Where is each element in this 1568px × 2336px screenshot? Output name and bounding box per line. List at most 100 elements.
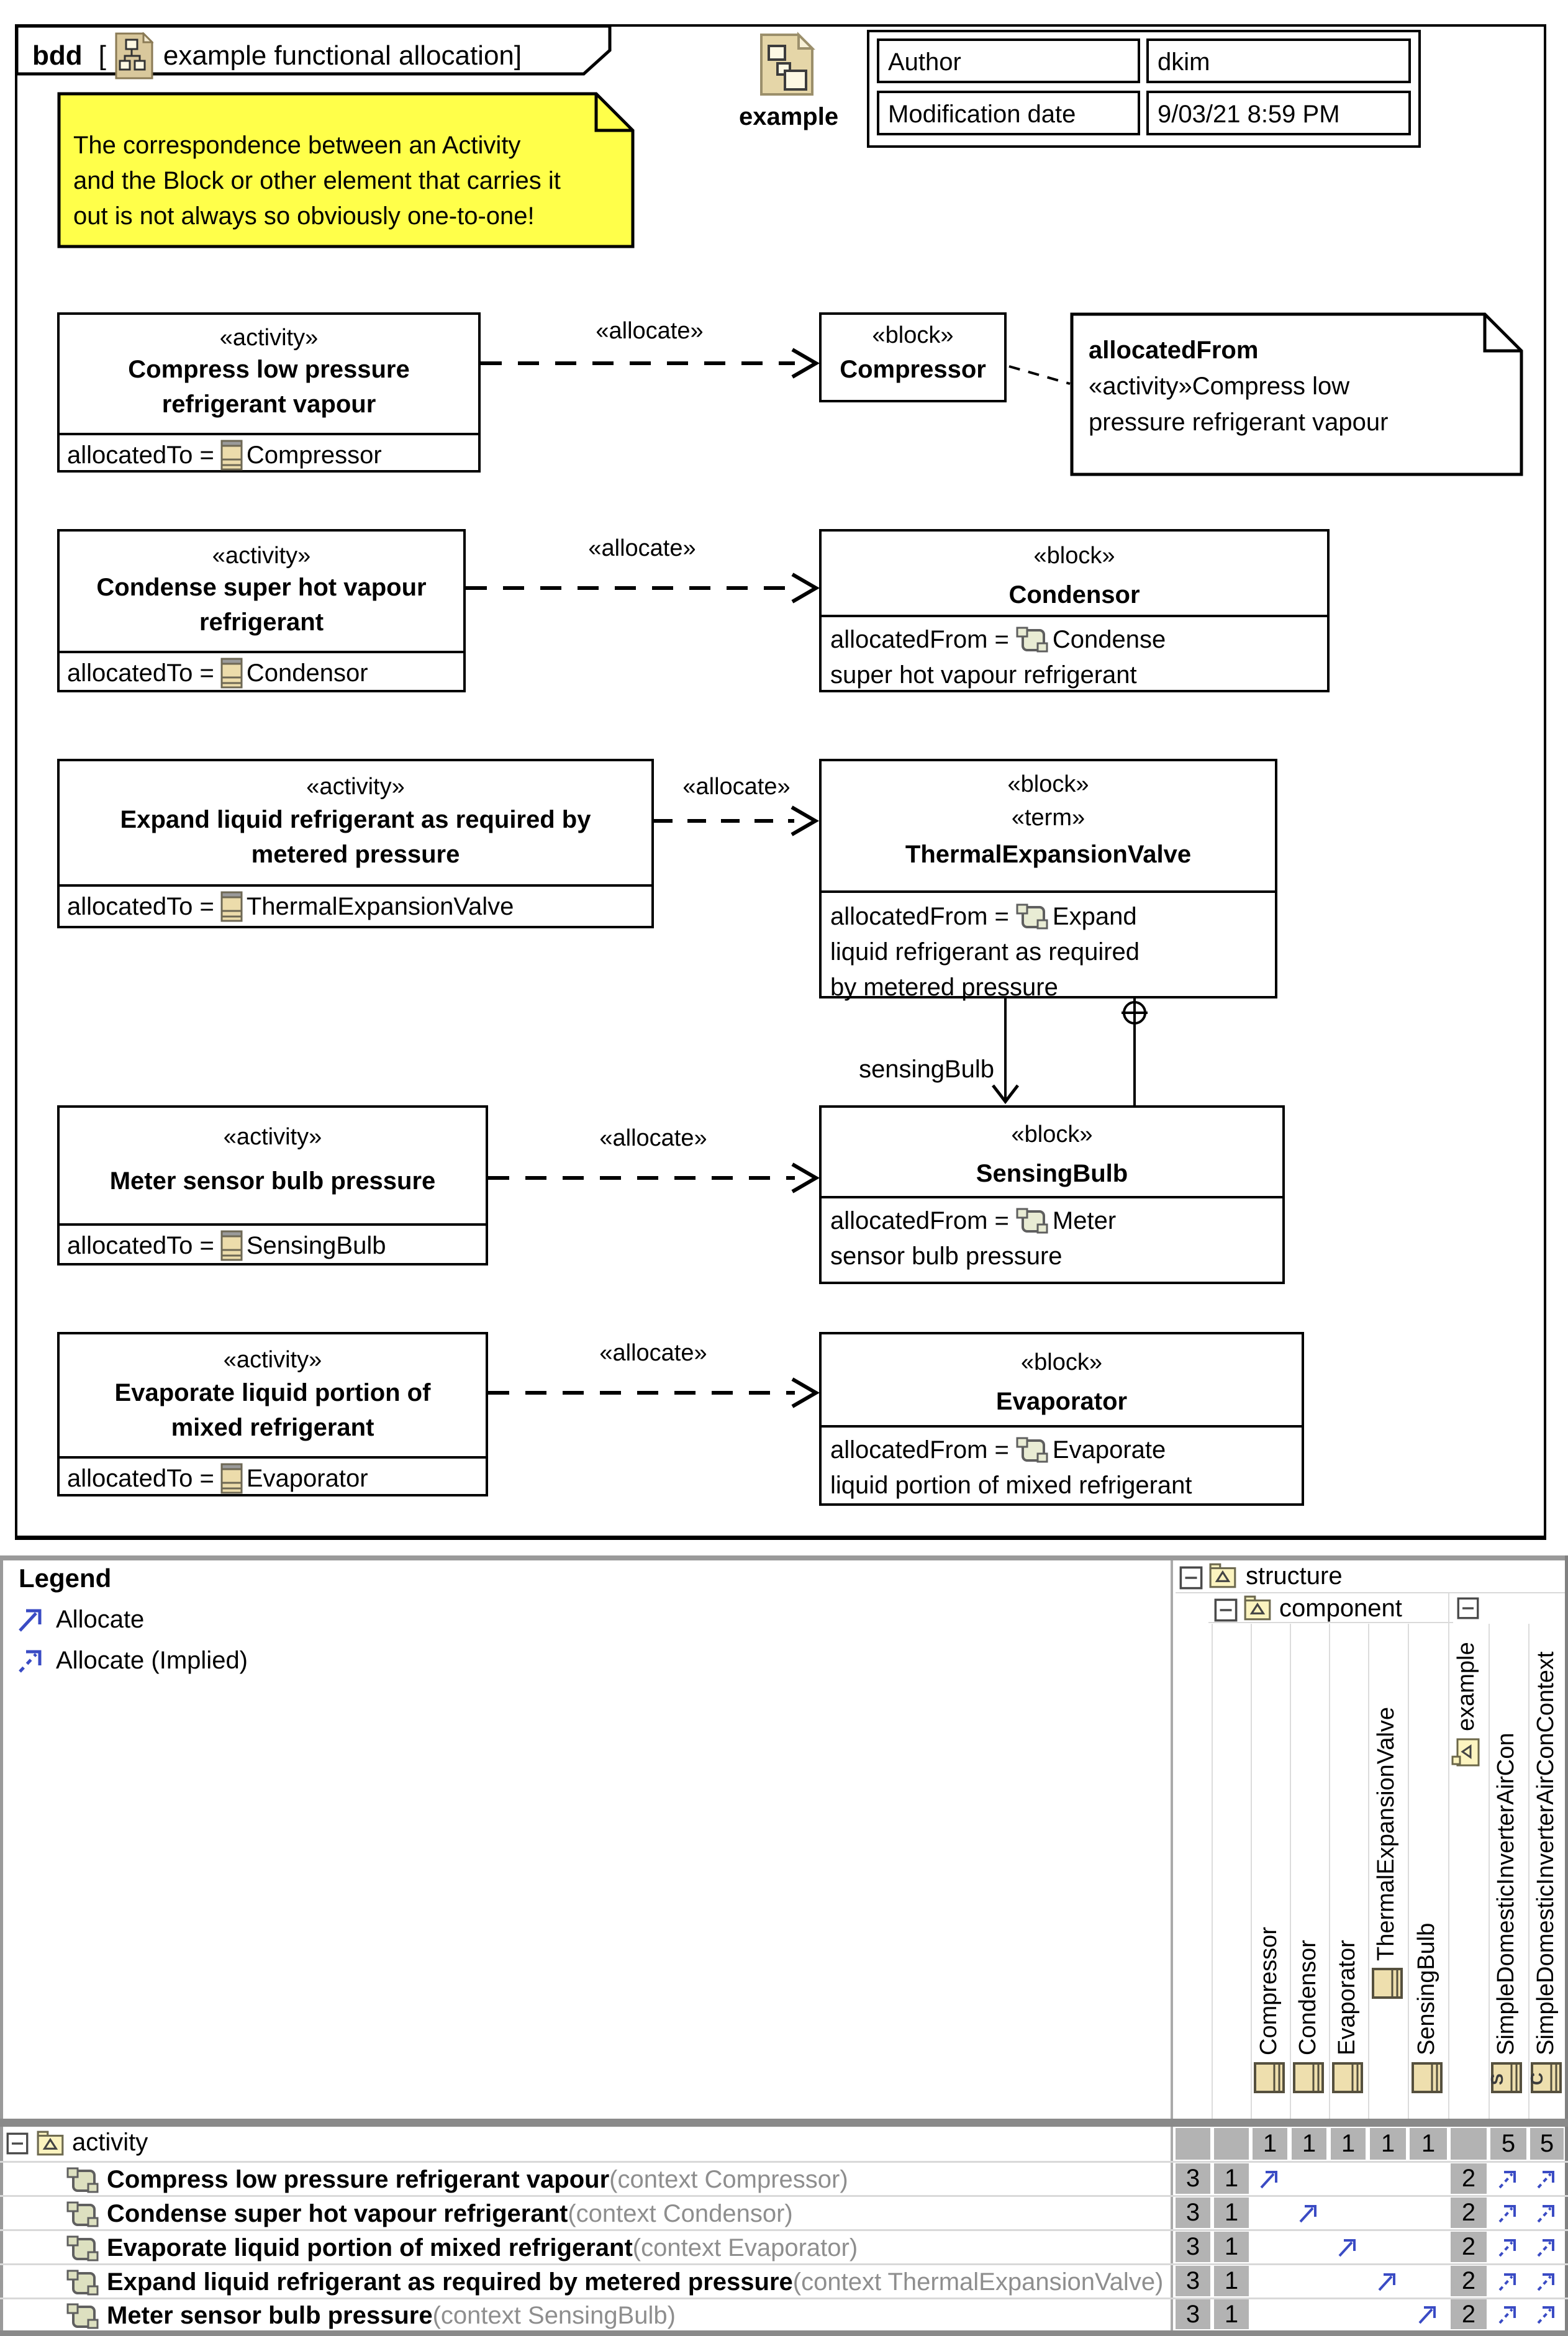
matrix-row-group-activity[interactable]: activity (72, 2129, 148, 2156)
count-cell: 1 (1292, 2128, 1326, 2160)
allocation-cell[interactable] (1331, 2232, 1366, 2262)
count-cell: 5 (1530, 2128, 1564, 2160)
allocate-arrow[interactable] (466, 569, 820, 607)
allocate-label: «allocate» (588, 535, 696, 561)
matrix-col-sensingbulb[interactable]: SensingBulb (1413, 1922, 1439, 2055)
matrix-col-example[interactable]: example (1453, 1642, 1479, 1731)
legend-item-allocate[interactable]: Allocate (56, 1606, 145, 1633)
collapse-icon-component[interactable] (1214, 1598, 1238, 1622)
implied-allocation-cell[interactable] (1490, 2232, 1526, 2262)
stereotype-block: «block» (1007, 771, 1089, 797)
allocation-cell[interactable] (1292, 2198, 1326, 2228)
implied-allocation-cell[interactable] (1490, 2266, 1526, 2296)
part-association-line[interactable] (1004, 998, 1007, 1103)
implied-count-cell: 2 (1451, 2266, 1487, 2296)
collapse-icon-activity[interactable] (6, 2132, 29, 2155)
count-cell: 1 (1370, 2128, 1406, 2160)
block-sensingbulb[interactable]: «block» SensingBulb allocatedFrom = Mete… (819, 1105, 1285, 1284)
collapse-icon-structure[interactable] (1179, 1566, 1203, 1590)
example-package-icon[interactable] (753, 31, 820, 102)
implied-allocation-cell[interactable] (1530, 2266, 1564, 2296)
matrix-row-compress[interactable]: Compress low pressure refrigerant vapour… (107, 2166, 848, 2193)
allocated-from-lines: allocatedFrom = Evaporate liquid portion… (830, 1436, 1192, 1499)
structure-folder-icon (1209, 1563, 1236, 1588)
matrix-col-compressor[interactable]: Compressor (1256, 1927, 1282, 2055)
implied-allocation-cell[interactable] (1530, 2163, 1564, 2194)
implied-allocation-cell[interactable] (1490, 2299, 1526, 2329)
moddate-label-cell: Modification date (877, 91, 1140, 135)
matrix-row-condense[interactable]: Condense super hot vapour refrigerant(co… (107, 2200, 793, 2227)
allocated-from-lines: allocatedFrom = Condense super hot vapou… (830, 626, 1166, 689)
block-name: ThermalExpansionValve (905, 841, 1192, 868)
implied-allocation-cell[interactable] (1530, 2299, 1564, 2329)
count-cell (1451, 2128, 1487, 2160)
matrix-col-root[interactable]: structure (1246, 1562, 1343, 1590)
comment-note-text: The correspondence between an Activity a… (73, 132, 561, 230)
allocate-arrow[interactable] (488, 1159, 820, 1197)
implied-allocation-cell[interactable] (1530, 2198, 1564, 2228)
activity-name: Expand liquid refrigerant as required by (120, 806, 591, 833)
implied-allocation-cell[interactable] (1490, 2198, 1526, 2228)
collapse-icon-example[interactable] (1457, 1597, 1479, 1619)
legend-item-allocate-implied[interactable]: Allocate (Implied) (56, 1647, 248, 1674)
implied-allocation-cell[interactable] (1490, 2163, 1526, 2194)
diagram-tab[interactable]: bdd [ example functional allocation ] (32, 32, 522, 79)
bdd-diagram-icon (115, 32, 153, 79)
activity-icon (1016, 1437, 1048, 1462)
activity-meter[interactable]: «activity» Meter sensor bulb pressure al… (57, 1105, 488, 1265)
matrix-col-simpledomesticinverterairconcontext[interactable]: SimpleDomesticInverterAirConContext (1533, 1651, 1559, 2055)
allocation-cell[interactable] (1370, 2266, 1406, 2296)
activity-expand[interactable]: «activity» Expand liquid refrigerant as … (57, 759, 654, 928)
matrix-col-evaporator[interactable]: Evaporator (1334, 1940, 1360, 2055)
allocated-to-line: allocatedTo = SensingBulb (67, 1229, 386, 1262)
allocate-arrow[interactable] (488, 1374, 820, 1411)
block-property-icon (220, 1230, 243, 1261)
matrix-row-meter[interactable]: Meter sensor bulb pressure(context Sensi… (107, 2302, 676, 2329)
activity-icon (1016, 1208, 1048, 1233)
allocatedfrom-note-shape[interactable] (1070, 312, 1523, 476)
bracket-open: [ (98, 40, 106, 71)
activity-name: refrigerant (199, 609, 324, 636)
matrix-row-evaporate[interactable]: Evaporate liquid portion of mixed refrig… (107, 2234, 858, 2261)
matrix-col-condensor[interactable]: Condensor (1295, 1940, 1321, 2055)
allocate-arrow[interactable] (481, 345, 820, 382)
direct-cell: 1 (1214, 2266, 1249, 2296)
matrix-row-expand[interactable]: Expand liquid refrigerant as required by… (107, 2268, 1164, 2296)
total-cell: 3 (1176, 2266, 1210, 2296)
example-package-label: example (739, 103, 839, 130)
svg-text:C: C (1530, 2073, 1546, 2085)
activity-evaporate[interactable]: «activity» Evaporate liquid portion of m… (57, 1332, 488, 1496)
allocation-cell[interactable] (1410, 2299, 1447, 2329)
matrix-panel-top-border (0, 1555, 1568, 1560)
block-compressor[interactable]: «block» Compressor (819, 312, 1007, 402)
note-anchor-line (1008, 365, 1071, 385)
matrix-panel-right-border (1565, 1555, 1568, 2336)
activity-condense[interactable]: «activity» Condense super hot vapour ref… (57, 529, 466, 692)
activity-icon (66, 2270, 99, 2296)
total-cell: 3 (1176, 2299, 1210, 2329)
allocated-to-line: allocatedTo = Condensor (67, 657, 368, 689)
diagram-title: example functional allocation (163, 40, 514, 71)
stereotype-activity: «activity» (212, 543, 311, 569)
author-label: Author (888, 48, 961, 76)
matrix-col-thermalexpansionvalve[interactable]: ThermalExpansionValve (1373, 1706, 1399, 1961)
block-name: Condensor (1008, 581, 1140, 609)
matrix-col-simpledomesticinverteraircon[interactable]: SimpleDomesticInverterAirCon (1493, 1732, 1519, 2056)
author-value-cell[interactable]: dkim (1146, 38, 1411, 83)
comment-note-shape[interactable] (57, 92, 635, 248)
direct-cell: 1 (1214, 2163, 1249, 2194)
activity-compress[interactable]: «activity» Compress low pressure refrige… (57, 312, 481, 473)
count-cell: 1 (1253, 2128, 1287, 2160)
matrix-col-group-component[interactable]: component (1279, 1595, 1402, 1622)
allocate-arrow[interactable] (654, 802, 819, 840)
block-thermalexpansionvalve[interactable]: «block» «term» ThermalExpansionValve all… (819, 759, 1277, 1001)
direct-cell: 1 (1214, 2232, 1249, 2262)
implied-allocation-cell[interactable] (1530, 2232, 1564, 2262)
moddate-value-cell[interactable]: 9/03/21 8:59 PM (1146, 91, 1411, 135)
allocated-from-lines: allocatedFrom = Expand liquid refrigeran… (830, 903, 1140, 1001)
composite-association-line[interactable] (1133, 998, 1136, 1105)
block-evaporator[interactable]: «block» Evaporator allocatedFrom = Evapo… (819, 1332, 1304, 1506)
block-condensor[interactable]: «block» Condensor allocatedFrom = Conden… (819, 529, 1330, 692)
allocation-cell[interactable] (1253, 2163, 1287, 2194)
